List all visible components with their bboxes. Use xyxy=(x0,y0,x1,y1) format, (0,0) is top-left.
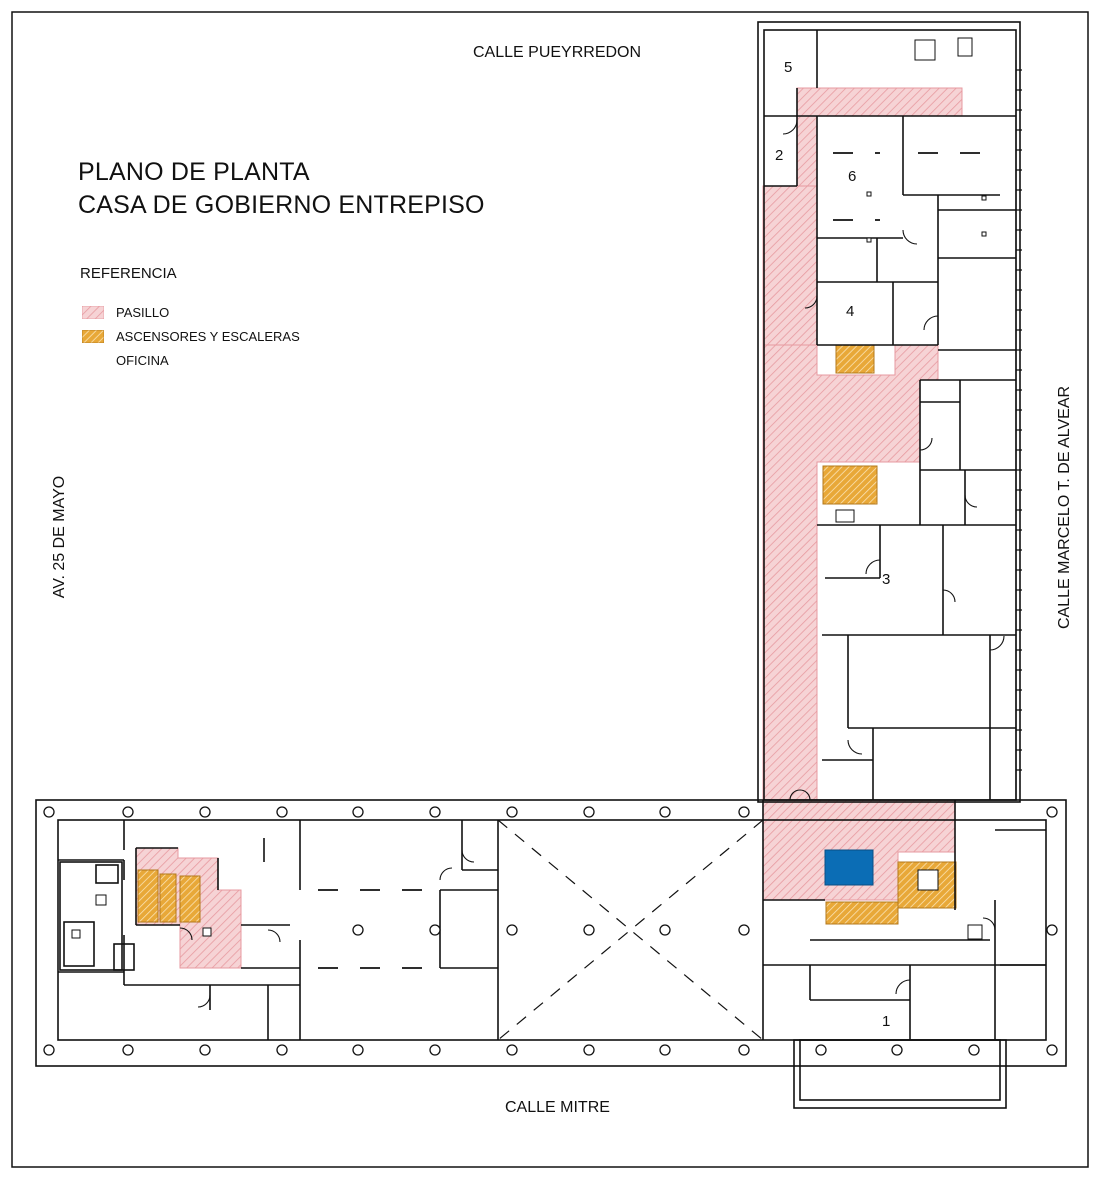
door-swings xyxy=(179,119,1005,1008)
legend-item-escaleras: ASCENSORES Y ESCALERAS xyxy=(82,328,300,344)
street-west: AV. 25 DE MAYO xyxy=(51,475,68,599)
room-number-1: 1 xyxy=(882,1013,891,1030)
drawing-frame xyxy=(11,11,1089,1168)
legend-label-escaleras: ASCENSORES Y ESCALERAS xyxy=(116,328,300,344)
room-number-4: 4 xyxy=(846,303,855,320)
facade-ticks xyxy=(1015,60,1022,800)
legend-label-pasillo: PASILLO xyxy=(116,304,170,320)
oficina-swatch-icon xyxy=(82,354,104,367)
legend-item-oficina: OFICINA xyxy=(82,352,169,368)
plan-title: PLANO DE PLANTA xyxy=(78,158,310,186)
plan-subtitle: CASA DE GOBIERNO ENTREPISO xyxy=(78,191,485,219)
walls xyxy=(35,21,1067,1109)
highlight-block xyxy=(824,849,874,886)
room-number-5: 5 xyxy=(784,59,793,76)
room-number-3: 3 xyxy=(882,571,891,588)
columns xyxy=(43,806,1058,1056)
room-number-2: 2 xyxy=(775,147,784,164)
room-number-6: 6 xyxy=(848,168,857,185)
legend-heading: REFERENCIA xyxy=(80,265,177,282)
street-south: CALLE MITRE xyxy=(505,1099,610,1116)
beam-lines xyxy=(318,152,995,969)
patio-void xyxy=(497,819,764,1041)
pasillo-swatch-icon xyxy=(82,305,104,319)
legend-label-oficina: OFICINA xyxy=(116,352,169,368)
street-north: CALLE PUEYRREDON xyxy=(473,44,642,61)
legend-item-pasillo: PASILLO xyxy=(82,304,169,320)
escaleras-swatch-icon xyxy=(82,329,104,343)
fixtures xyxy=(71,37,987,940)
street-east: CALLE MARCELO T. DE ALVEAR xyxy=(1056,385,1073,629)
